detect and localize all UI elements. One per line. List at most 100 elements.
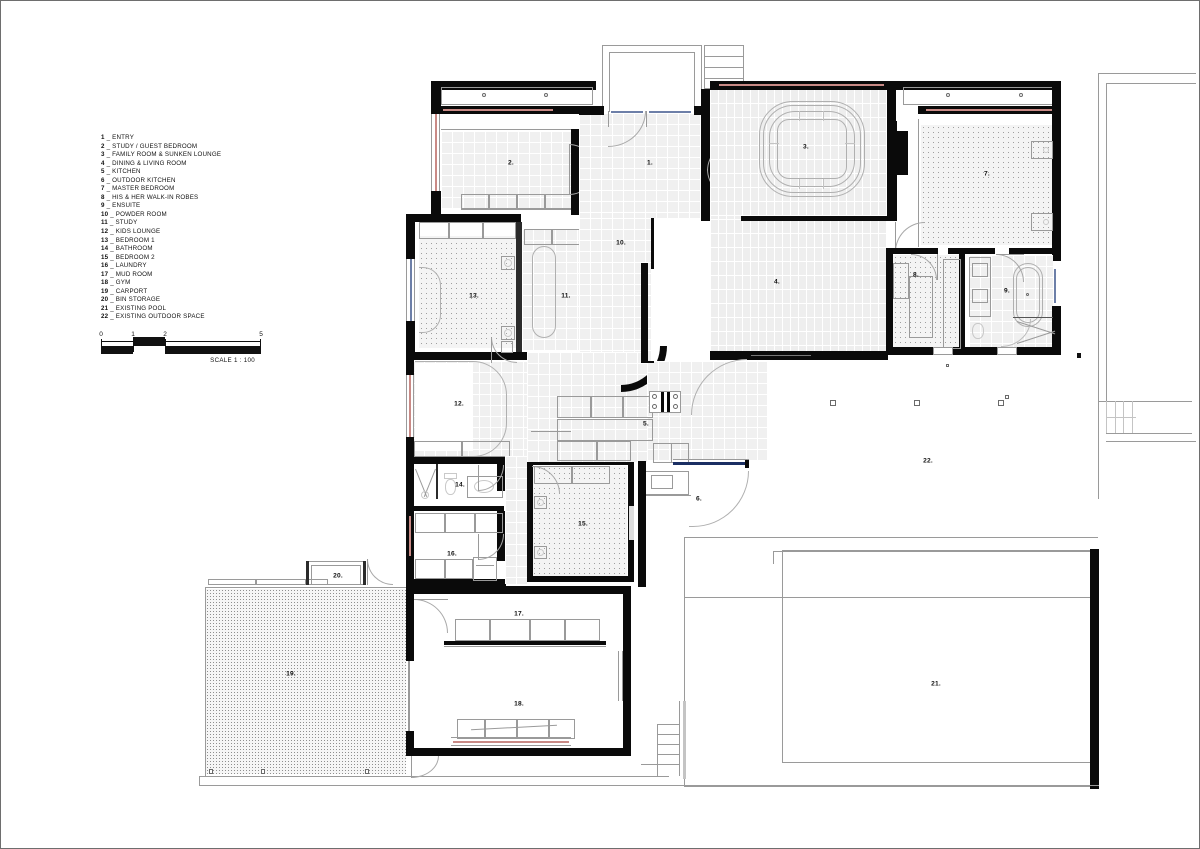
family-room-floor [710,89,895,219]
legend-item-number: 22 [101,313,109,321]
bathroom-door-leaf [478,465,479,491]
legend-item-number: 21 [101,304,109,312]
legend-item-4: 4 _ DINING & LIVING ROOM [101,160,331,169]
stair-tread [657,754,679,755]
guest-joinery [517,194,545,209]
bathroom-partition [436,464,438,499]
robes-wall-top [886,248,938,254]
hallway-west-floor [505,456,527,584]
carport-slab [206,589,406,774]
legend-item-15: 15 _ BEDROOM 2 [101,254,331,263]
outdoor-kitchen-track [673,459,749,460]
carport-fence-1 [208,579,256,585]
porch-inner-right [694,52,695,112]
entry-stair-tread [704,45,743,46]
legend-separator: _ [110,279,114,287]
lounge-seat-div [823,179,824,189]
legend-item-label: HIS & HER WALK-IN ROBES [112,193,199,201]
guest-glazing-west [435,113,437,191]
room-label-17: 17. [514,610,524,618]
legend-item-12: 12 _ KIDS LOUNGE [101,228,331,237]
entry-stair-tread [704,56,743,57]
legend-separator: _ [106,202,111,210]
bed1-window-frame [406,259,407,321]
porch-outline-right [701,45,702,113]
bin-store-wall-right [363,561,366,585]
legend-item-number: 20 [101,296,109,304]
outdoor-kitchen-appliance [651,475,673,489]
master-nib [897,131,908,175]
master-wall-east [1052,81,1061,261]
legend-item-label: ENSUITE [112,202,141,210]
bedroom2-window [629,506,634,540]
master-lamp [1043,147,1049,153]
ensuite-vanity [969,257,991,317]
kids-lounge-wall-bottom [406,457,511,464]
outdoor-left-line [684,537,685,551]
lounge-seat-div [845,143,855,144]
site-boundary-step-1 [1098,401,1192,402]
stair-tread [657,734,679,735]
pool-edge-bottom [782,762,1099,763]
kitchen-upper-cab [591,396,623,418]
legend-item-label: BATHROOM [115,245,153,253]
legend-item-number: 19 [101,287,109,295]
bed1-wall-left-lower [406,321,415,353]
legend-item-22: 22 _ EXISTING OUTDOOR SPACE [101,313,331,322]
lounge-seat-div [769,143,779,144]
post-marker [830,400,836,406]
site-gate-line [1106,417,1136,418]
legend-separator: _ [106,159,111,167]
robes-wall-right [959,248,965,353]
study-desk [532,246,556,338]
guest-joinery [461,194,489,209]
site-boundary-right-outer [1098,73,1099,441]
room-label-22: 22. [923,457,933,465]
lounge-seat-div [823,111,824,121]
ensuite-opening [997,347,1017,355]
bed1-wall-right [516,222,522,352]
legend-item-1: 1 _ ENTRY [101,134,331,143]
carport-footing [261,769,265,774]
room-label-4: 4. [774,278,780,286]
level-marker [946,364,949,367]
bed1-window-glass [410,259,412,321]
kids-lounge-joinery [414,441,462,457]
sunken-lounge-inner [769,111,855,187]
legend-separator: _ [110,313,114,321]
legend-separator: _ [110,228,114,236]
legend-item-label: OUTDOOR KITCHEN [112,176,176,184]
entry-wall-right [701,89,710,219]
scale-tick-0: 0 [99,331,103,338]
bedroom2-bedside [534,496,547,509]
legend-item-number: 7 [101,185,105,193]
pool-surround-left [773,551,774,564]
legend-item-11: 11 _ STUDY [101,219,331,228]
lounge-seat-div [799,179,800,189]
cooktop-bar2 [667,392,670,412]
laundry-cabinet [475,513,503,533]
legend-item-number: 14 [101,245,109,253]
legend-separator: _ [106,142,111,150]
shower-head [421,491,429,499]
ensuite-shower-screen [1013,317,1053,318]
sunken-lounge-outer [759,101,865,197]
guest-ceiling-line [441,129,576,130]
legend-separator: _ [106,151,111,159]
stair-outline [657,724,658,776]
legend-item-number: 16 [101,262,109,270]
post-marker-small [1005,395,1009,399]
mudroom-bench-base [444,641,606,645]
site-boundary-step-3 [1106,441,1196,442]
cooktop-burner [673,404,678,409]
bedroom2-robe [572,466,610,484]
bedroom2-wall-left [527,459,533,581]
legend-item-14: 14 _ BATHROOM [101,245,331,254]
legend-item-label: POWDER ROOM [115,210,167,218]
room-label-8: 8. [913,271,919,279]
pool-edge-top [782,550,1099,551]
legend-item-number: 11 [101,219,108,227]
